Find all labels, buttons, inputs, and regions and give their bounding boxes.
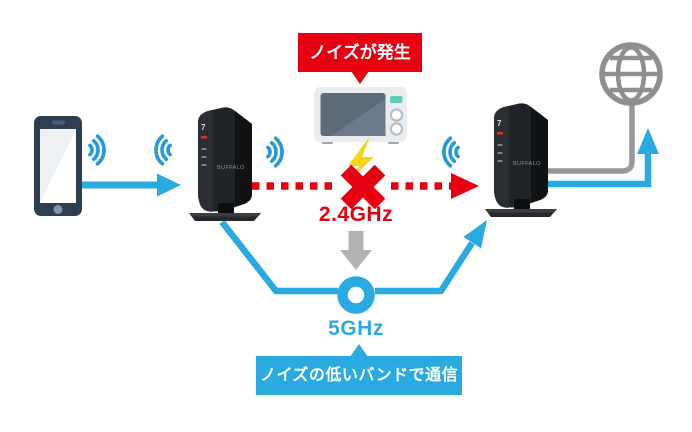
internet-globe-icon [599, 42, 663, 106]
solution-callout-pointer [350, 344, 368, 357]
switch-down-arrow-icon [340, 231, 372, 270]
phone-to-router-arrow [82, 173, 181, 197]
solution-callout: ノイズの低いバンドで通信 [256, 344, 462, 395]
wifi-waves-phone-icon [88, 134, 106, 166]
blocked-band-label: 2.4GHz [318, 203, 394, 226]
wifi-waves-router2-left-icon [442, 136, 460, 168]
clear-5ghz-line-right [375, 220, 487, 295]
blocked-x-icon [340, 164, 386, 210]
clear-band-label: 5GHz [328, 317, 384, 340]
wifi-waves-router1-left-icon [154, 134, 172, 166]
internet-gray-line [545, 103, 635, 174]
ok-circle-icon [337, 276, 375, 314]
solution-callout-label: ノイズの低いバンドで通信 [259, 367, 459, 384]
wifi-router-right-icon [485, 103, 557, 217]
clear-5ghz-line-left [219, 219, 338, 295]
wifi-waves-router1-right-icon [266, 136, 284, 168]
noise-callout-pointer [351, 71, 369, 84]
noise-callout: ノイズが発生 [298, 33, 422, 84]
wifi-router-left-icon [189, 107, 261, 221]
blocked-2-4ghz-line [252, 173, 479, 199]
lightning-noise-icon [345, 136, 374, 184]
smartphone-icon [34, 116, 82, 216]
noise-callout-label: ノイズが発生 [309, 43, 411, 62]
internet-upload-arrow [545, 128, 659, 188]
microwave-icon [314, 87, 407, 144]
